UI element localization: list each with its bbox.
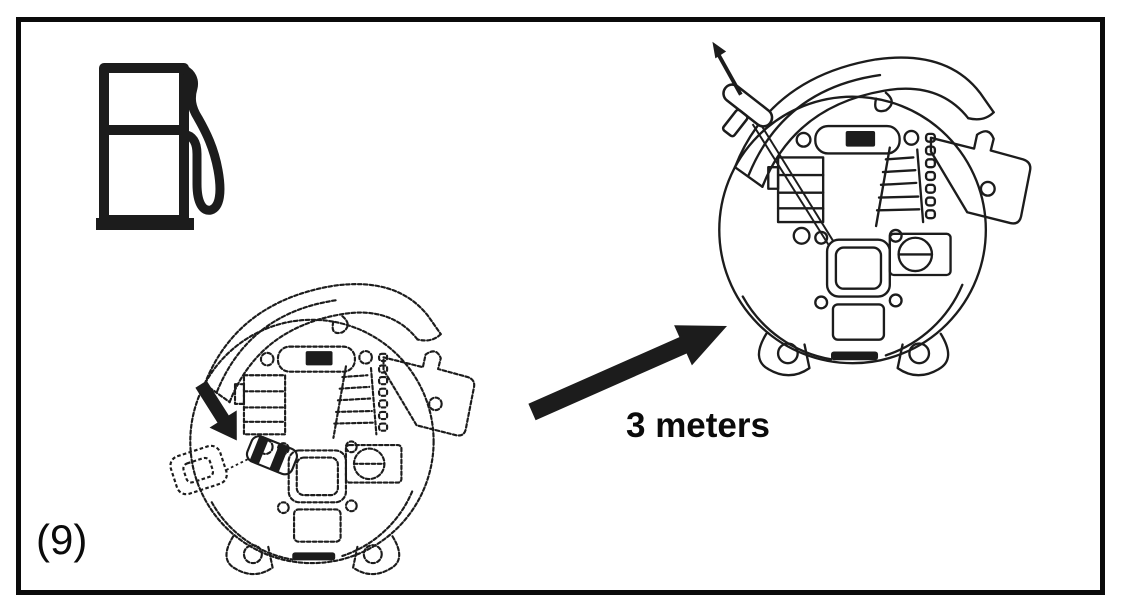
refuel-point-arrow-icon <box>195 380 237 441</box>
fuel-pump-icon <box>96 63 225 230</box>
figure-number-label: (9) <box>36 516 88 563</box>
engine-starting-illustration <box>712 41 1032 377</box>
distance-label: 3 meters <box>626 406 770 445</box>
cap-tether-line <box>225 458 248 471</box>
engine-body-solid <box>718 56 1032 377</box>
starter-pull-arrow-icon <box>712 41 743 96</box>
fuel-cap <box>169 444 228 496</box>
move-away-arrow-icon <box>528 325 727 421</box>
starter-rope <box>751 118 834 247</box>
fuel-filler-neck <box>245 435 299 476</box>
starter-handle <box>721 83 774 138</box>
fuel-pump-base <box>96 218 194 230</box>
engine-refueling-illustration <box>169 283 476 576</box>
